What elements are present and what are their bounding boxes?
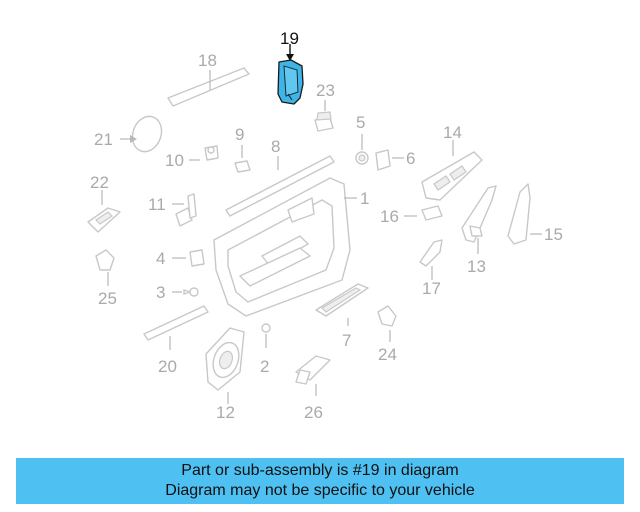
part-9: 9 [234, 125, 251, 173]
callout-21: 21 [94, 130, 113, 149]
callout-4: 4 [156, 249, 165, 268]
part-12: 12 [205, 327, 245, 422]
callout-17: 17 [422, 279, 441, 298]
part-17: 17 [419, 239, 443, 298]
part-15: 15 [507, 183, 563, 245]
callout-8: 8 [271, 137, 280, 156]
info-banner: Part or sub-assembly is #19 in diagram D… [16, 458, 624, 504]
callout-15: 15 [544, 225, 563, 244]
callout-20: 20 [158, 357, 177, 376]
banner-line-1: Part or sub-assembly is #19 in diagram [181, 462, 459, 479]
callout-1: 1 [360, 189, 369, 208]
part-3: 3 [156, 283, 199, 302]
part-20: 20 [143, 305, 209, 376]
callout-7: 7 [342, 331, 351, 350]
part-11: 11 [148, 193, 197, 227]
callout-5: 5 [356, 113, 365, 132]
part-2: 2 [260, 323, 271, 376]
part-24: 24 [377, 305, 397, 364]
callout-3: 3 [156, 283, 165, 302]
part-13: 13 [461, 185, 497, 276]
part-25: 25 [95, 249, 117, 308]
callout-16: 16 [380, 207, 399, 226]
part-26: 26 [295, 355, 331, 422]
callout-22: 22 [90, 173, 109, 192]
part-6: 6 [375, 149, 415, 171]
callout-18: 18 [198, 51, 217, 70]
part-23: 23 [314, 81, 335, 132]
part-18: 18 [167, 51, 250, 107]
callout-13: 13 [467, 257, 486, 276]
part-22: 22 [87, 173, 121, 233]
callout-10: 10 [165, 151, 184, 170]
callout-24: 24 [378, 345, 397, 364]
part-1: 1 [213, 177, 369, 317]
part-14: 14 [421, 123, 483, 201]
callout-6: 6 [406, 149, 415, 168]
callout-23: 23 [316, 81, 335, 100]
callout-9: 9 [235, 125, 244, 144]
part-10: 10 [165, 145, 219, 170]
parts-diagram: 18 19 23 21 10 9 8 [87, 29, 563, 422]
part-7: 7 [315, 283, 369, 350]
callout-2: 2 [260, 357, 269, 376]
callout-11: 11 [148, 195, 166, 214]
part-8: 8 [225, 137, 335, 217]
banner-line-2: Diagram may not be specific to your vehi… [165, 482, 475, 499]
part-16: 16 [380, 205, 443, 226]
part-21: 21 [94, 115, 163, 153]
part-4: 4 [156, 249, 205, 268]
callout-26: 26 [304, 403, 323, 422]
callout-12: 12 [216, 403, 235, 422]
callout-14: 14 [443, 123, 462, 142]
part-5: 5 [355, 113, 369, 165]
callout-25: 25 [98, 289, 117, 308]
callout-19: 19 [280, 29, 299, 48]
part-19-highlighted[interactable]: 19 [277, 29, 304, 105]
